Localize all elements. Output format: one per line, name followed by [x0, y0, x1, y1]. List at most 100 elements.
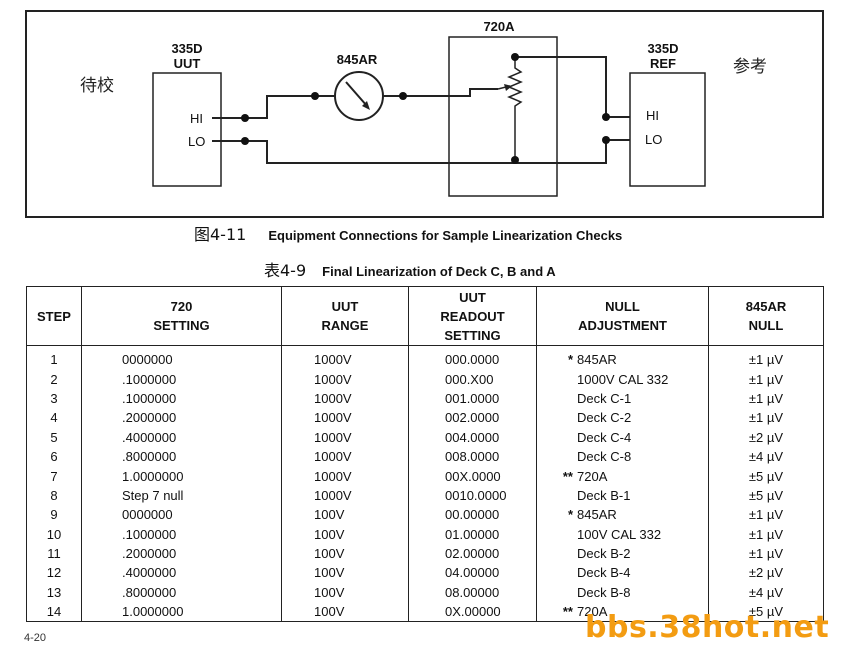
cell-845ar-null: ±5 µV: [708, 602, 824, 623]
cell-null-adjustment: 1000V CAL 332: [536, 369, 709, 389]
meter-needle: [345, 81, 368, 107]
cell-range: 1000V: [281, 408, 409, 428]
cell-845ar-null: ±1 µV: [708, 369, 824, 389]
null-adjustment-text: Deck C-2: [577, 410, 632, 426]
cell-range: 100V: [281, 524, 409, 544]
cell-step: 12: [26, 563, 82, 583]
header-step: STEP: [26, 286, 82, 346]
cell-null-adjustment: **720A: [536, 602, 709, 623]
cell-step: 3: [26, 388, 82, 409]
resistor-icon: [507, 60, 523, 158]
uut-role-label: UUT: [174, 56, 201, 71]
cell-readout: 01.00000: [408, 524, 537, 544]
cell-845ar-null: ±4 µV: [708, 582, 824, 603]
cell-setting: Step 7 null: [81, 485, 282, 506]
null-adjustment-text: Deck B-8: [577, 584, 631, 600]
cell-setting: .4000000: [81, 427, 282, 447]
cell-null-adjustment: *845AR: [536, 345, 709, 370]
cell-845ar-null: ±5 µV: [708, 485, 824, 506]
cell-range: 1000V: [281, 466, 409, 486]
cell-845ar-null: ±1 µV: [708, 345, 824, 370]
null-adjustment-text: Deck C-1: [577, 390, 632, 406]
cell-null-adjustment: 100V CAL 332: [536, 524, 709, 544]
cell-null-adjustment: Deck B-8: [536, 582, 709, 603]
cell-845ar-null: ±1 µV: [708, 524, 824, 544]
null-adjustment-text: Deck C-4: [577, 429, 632, 445]
cell-845ar-null: ±1 µV: [708, 388, 824, 409]
null-adjustment-text: 100V CAL 332: [577, 526, 662, 542]
cell-step: 2: [26, 369, 82, 389]
cell-readout: 008.0000: [408, 446, 537, 467]
cell-845ar-null: ±1 µV: [708, 505, 824, 525]
page-number: 4-20: [24, 632, 47, 644]
meter-label: 845AR: [337, 52, 378, 67]
cell-readout: 08.00000: [408, 582, 537, 603]
cell-range: 1000V: [281, 388, 409, 409]
cell-845ar-null: ±2 µV: [708, 563, 824, 583]
cell-845ar-null: ±2 µV: [708, 427, 824, 447]
null-adjustment-text: Deck B-2: [577, 546, 631, 562]
cell-null-adjustment: Deck C-4: [536, 427, 709, 447]
uut-lo-terminal-label: LO: [188, 134, 205, 149]
cell-readout: 004.0000: [408, 427, 537, 447]
null-meter: 845AR: [334, 52, 384, 121]
cell-step: 8: [26, 485, 82, 506]
cell-null-adjustment: *845AR: [536, 505, 709, 525]
note-marker: **: [562, 468, 573, 484]
cell-setting: 0000000: [81, 345, 282, 370]
cell-readout: 000.0000: [408, 345, 537, 370]
cell-range: 100V: [281, 582, 409, 603]
cell-setting: .1000000: [81, 369, 282, 389]
table-title: Final Linearization of Deck C, B and A: [322, 264, 556, 279]
null-adjustment-text: Deck B-4: [577, 565, 631, 581]
cell-null-adjustment: Deck B-2: [536, 543, 709, 564]
watermark: bbs.38hot.net: [585, 610, 830, 645]
divider-label: 720A: [483, 19, 515, 34]
null-adjustment-text: 845AR: [577, 507, 617, 523]
cell-null-adjustment: Deck C-2: [536, 408, 709, 428]
cell-readout: 001.0000: [408, 388, 537, 409]
wiring: [212, 56, 630, 164]
null-adjustment-text: 1000V CAL 332: [577, 371, 669, 387]
figure-title: Equipment Connections for Sample Lineari…: [268, 228, 623, 243]
cell-range: 100V: [281, 602, 409, 623]
note-marker: *: [567, 507, 573, 523]
cell-setting: .8000000: [81, 582, 282, 603]
cell-setting: 1.0000000: [81, 466, 282, 486]
ref-model-label: 335D: [647, 41, 678, 56]
cell-range: 1000V: [281, 427, 409, 447]
cell-readout: 0010.0000: [408, 485, 537, 506]
cell-step: 10: [26, 524, 82, 544]
cell-setting: .4000000: [81, 563, 282, 583]
null-adjustment-text: 720A: [577, 468, 608, 484]
cell-readout: 0X.00000: [408, 602, 537, 623]
cell-setting: 1.0000000: [81, 602, 282, 623]
cell-845ar-null: ±1 µV: [708, 543, 824, 564]
cell-readout: 000.X00: [408, 369, 537, 389]
cell-setting: .1000000: [81, 524, 282, 544]
cell-readout: 02.00000: [408, 543, 537, 564]
cell-setting: .8000000: [81, 446, 282, 467]
figure-number: 图4-11: [194, 225, 247, 244]
cell-step: 11: [26, 543, 82, 564]
cell-range: 100V: [281, 543, 409, 564]
wiper-arrow-icon: [504, 84, 512, 91]
cell-readout: 00X.0000: [408, 466, 537, 486]
